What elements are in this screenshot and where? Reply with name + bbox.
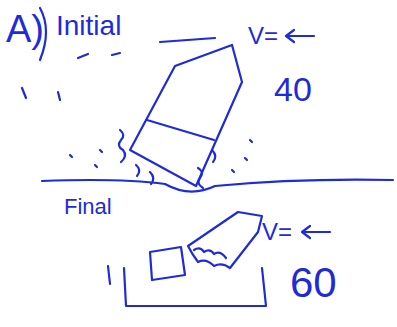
dock-bracket: [108, 266, 266, 306]
speed-value: 40: [274, 72, 312, 106]
stage-title: Initial: [56, 12, 121, 40]
stray-marks: [22, 53, 120, 100]
speed-value: 60: [290, 262, 337, 304]
wreck-edge: [194, 248, 226, 258]
boat-wreck: [188, 212, 262, 268]
stage-title: Final: [64, 196, 112, 218]
splash-dots: [70, 140, 252, 172]
velocity-arrow: [302, 226, 330, 238]
water-splash: [119, 130, 215, 188]
crate: [150, 247, 185, 280]
boat-seat: [147, 120, 214, 140]
velocity-symbol: V=: [248, 24, 278, 48]
velocity-symbol: V=: [262, 220, 292, 244]
underline: [160, 38, 215, 42]
velocity-arrow: [286, 30, 314, 42]
water-line: [42, 180, 393, 192]
section-letter: A): [6, 10, 44, 48]
boat-hull: [130, 45, 242, 186]
